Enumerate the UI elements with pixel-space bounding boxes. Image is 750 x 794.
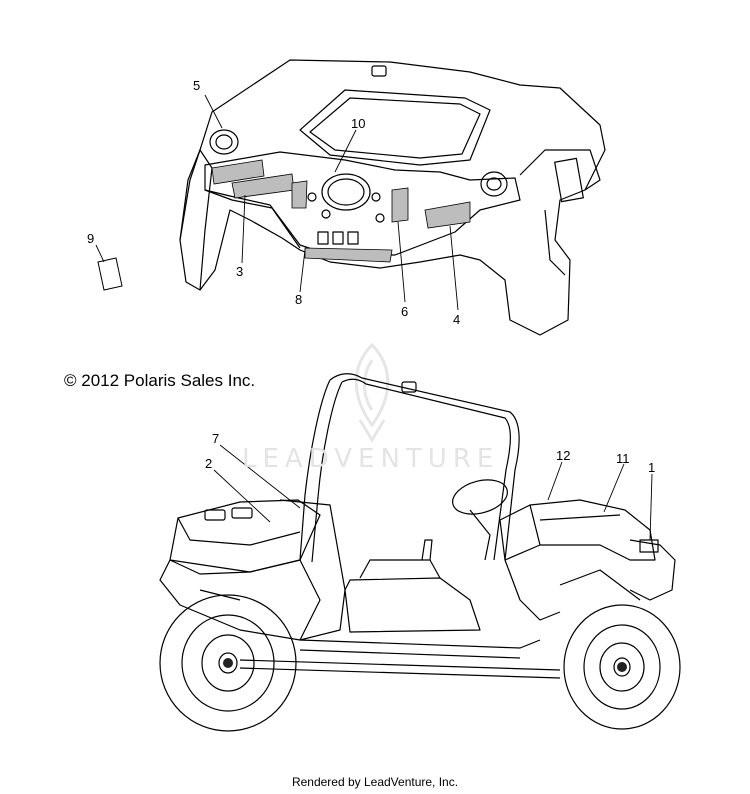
watermark-text: LEADVENTURE (242, 444, 500, 474)
vehicle-side-view (159, 373, 681, 732)
leader-lines (95, 94, 653, 541)
copyright-notice: © 2012 Polaris Sales Inc. (64, 371, 256, 390)
callout-3: 3 (236, 264, 243, 279)
callout-12: 12 (556, 448, 570, 463)
leadventure-watermark-logo (354, 342, 390, 443)
dash-hood-assembly (179, 59, 606, 336)
decal-9 (97, 257, 123, 291)
wheel-hubs (223, 658, 627, 672)
footer-credit: Rendered by LeadVenture, Inc. (291, 775, 459, 789)
callout-4: 4 (453, 312, 460, 327)
callout-8: 8 (295, 292, 302, 307)
callout-9: 9 (87, 231, 94, 246)
callout-5: 5 (193, 78, 200, 93)
callout-1: 1 (648, 460, 655, 475)
callout-2: 2 (205, 456, 212, 471)
callout-labels: 5 10 9 3 8 6 4 7 2 12 11 1 (87, 78, 655, 475)
decal-patches (211, 159, 471, 263)
callout-7: 7 (212, 431, 219, 446)
callout-6: 6 (401, 304, 408, 319)
callout-11: 11 (616, 451, 630, 466)
callout-10: 10 (351, 116, 365, 131)
